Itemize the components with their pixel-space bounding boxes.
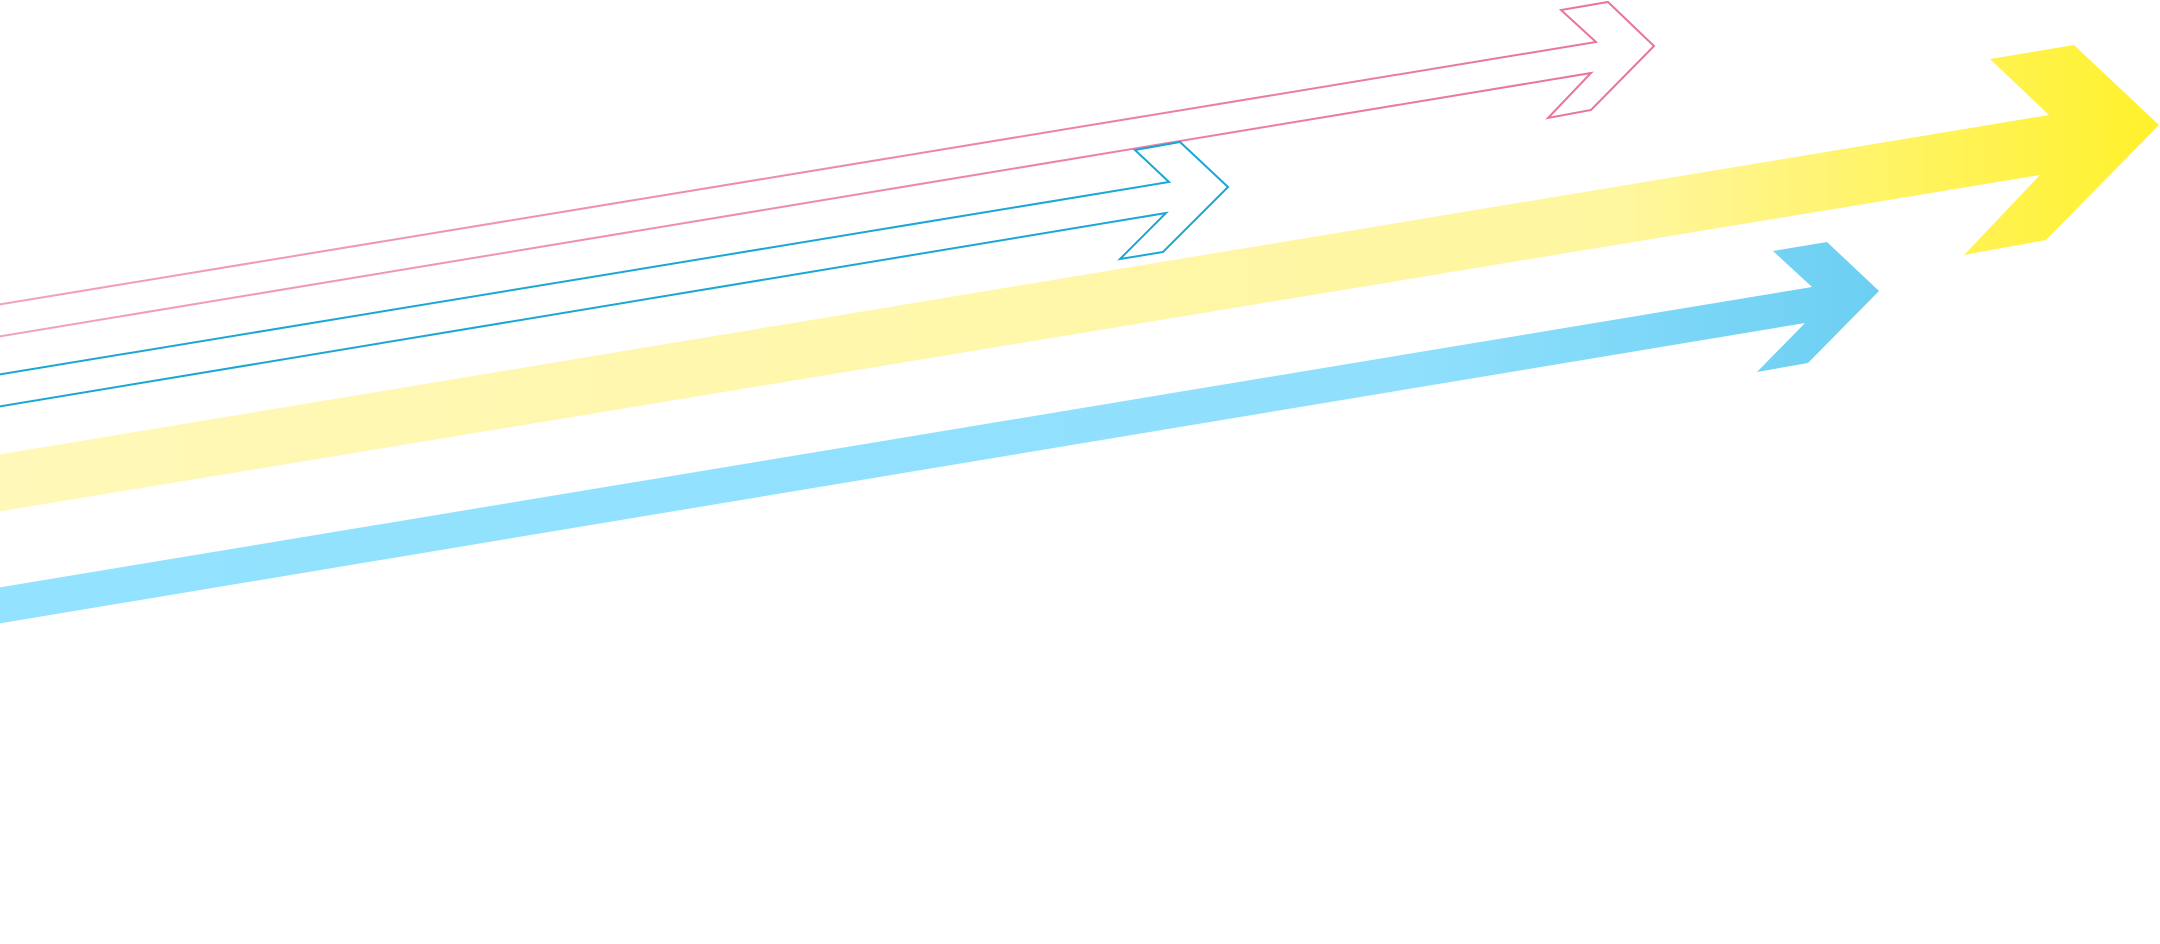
blue-outline-arrow bbox=[0, 140, 1230, 408]
blue-filled-arrow bbox=[0, 242, 1879, 624]
yellow-filled-arrow bbox=[0, 45, 2159, 512]
pink-outline-arrow bbox=[0, 0, 1656, 338]
